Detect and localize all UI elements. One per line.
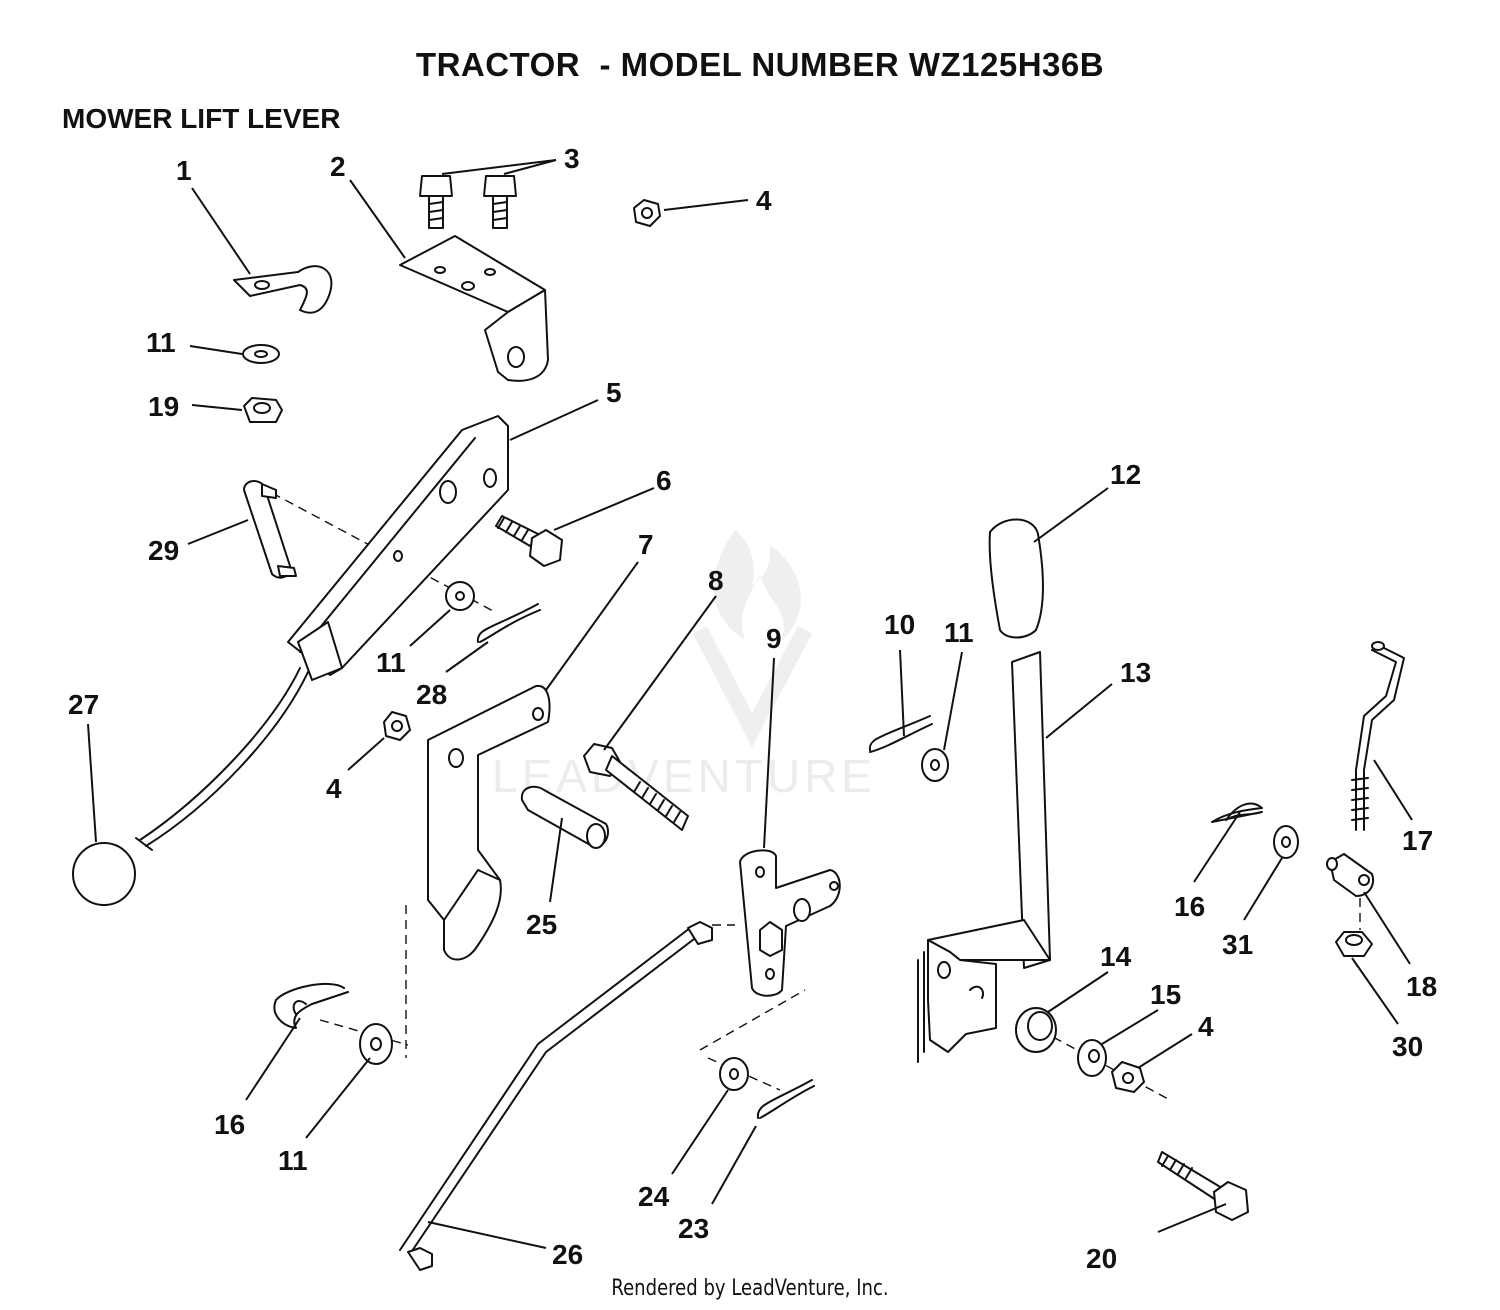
part-25-spacer[interactable] — [520, 785, 610, 849]
part-8-long-bolt[interactable] — [583, 743, 689, 831]
diagram-subtitle: MOWER LIFT LEVER — [62, 103, 341, 134]
callout-17: 17 — [1402, 825, 1433, 856]
callout-25: 25 — [526, 909, 557, 940]
callout-31: 31 — [1222, 929, 1253, 960]
leader-lines — [87, 159, 1413, 1249]
part-19-nut[interactable] — [243, 397, 283, 423]
callout-15: 15 — [1150, 979, 1181, 1010]
part-30-nut[interactable] — [1335, 931, 1373, 957]
part-20-bolt[interactable] — [1157, 1151, 1249, 1221]
part-1-clip[interactable] — [233, 265, 333, 314]
callout-2: 2 — [330, 151, 346, 182]
part-2-bracket[interactable] — [399, 235, 549, 382]
callout-18: 18 — [1406, 971, 1437, 1002]
callout-4-left: 4 — [326, 773, 342, 804]
callout-7: 7 — [638, 529, 654, 560]
part-16-hairpin-left[interactable] — [273, 983, 349, 1029]
callout-23: 23 — [678, 1213, 709, 1244]
page-title: TRACTOR - MODEL NUMBER WZ125H36B — [415, 46, 1105, 83]
callout-10: 10 — [884, 609, 915, 640]
callout-8: 8 — [708, 565, 724, 596]
watermark: LEADVENTURE — [492, 530, 876, 802]
part-14-bushing[interactable] — [1015, 1007, 1057, 1053]
callout-16-right: 16 — [1174, 891, 1205, 922]
part-23-cotter-pin[interactable] — [756, 1079, 815, 1119]
part-12-grip[interactable] — [988, 518, 1044, 639]
callout-6: 6 — [656, 465, 672, 496]
callout-3: 3 — [564, 143, 580, 174]
callout-29: 29 — [148, 535, 179, 566]
callout-numbers: 1 2 3 4 11 19 5 6 29 7 8 9 10 11 12 13 1… — [68, 143, 1437, 1274]
callout-11-mid: 11 — [376, 647, 406, 678]
part-9-pivot-plate[interactable] — [739, 849, 841, 997]
callout-26: 26 — [552, 1239, 583, 1270]
part-3-bolts[interactable] — [419, 175, 517, 229]
callout-12: 12 — [1110, 459, 1141, 490]
part-27-knob-rod[interactable] — [72, 621, 343, 906]
part-10-cotter-pin[interactable] — [868, 715, 933, 753]
part-17-adjuster-rod[interactable] — [1351, 641, 1405, 831]
part-4-nut-right[interactable] — [1111, 1061, 1145, 1093]
callout-9: 9 — [766, 623, 782, 654]
callout-4-top: 4 — [756, 185, 772, 216]
part-5-lift-arm[interactable] — [287, 415, 509, 676]
callout-30: 30 — [1392, 1031, 1423, 1062]
callout-4-right: 4 — [1198, 1011, 1214, 1042]
callout-5: 5 — [606, 377, 622, 408]
callout-27: 27 — [68, 689, 99, 720]
callout-14: 14 — [1100, 941, 1132, 972]
watermark-text: LEADVENTURE — [492, 750, 876, 802]
part-28-cotter-pin[interactable] — [476, 603, 541, 643]
part-13-lift-lever[interactable] — [917, 651, 1051, 1063]
part-18-trunnion[interactable] — [1326, 853, 1374, 897]
footer-credit: Rendered by LeadVenture, Inc. — [611, 1276, 889, 1301]
part-26-lift-rod[interactable] — [399, 921, 713, 1271]
callout-28: 28 — [416, 679, 447, 710]
callout-20: 20 — [1086, 1243, 1117, 1274]
part-6-bolt[interactable] — [495, 515, 563, 567]
part-29-link[interactable] — [243, 480, 297, 579]
callout-24: 24 — [638, 1181, 670, 1212]
callout-16-left: 16 — [214, 1109, 245, 1140]
part-4-nut-left[interactable] — [383, 711, 411, 741]
callout-19: 19 — [148, 391, 179, 422]
part-7-plate[interactable] — [427, 684, 551, 961]
callout-1: 1 — [176, 155, 192, 186]
callout-11-right: 11 — [944, 617, 974, 648]
callout-11-bottom: 11 — [278, 1145, 308, 1176]
part-16-hairpin-right[interactable] — [1211, 802, 1263, 823]
part-4-nut-top[interactable] — [633, 199, 661, 227]
callout-13: 13 — [1120, 657, 1151, 688]
callout-11-top: 11 — [146, 327, 176, 358]
